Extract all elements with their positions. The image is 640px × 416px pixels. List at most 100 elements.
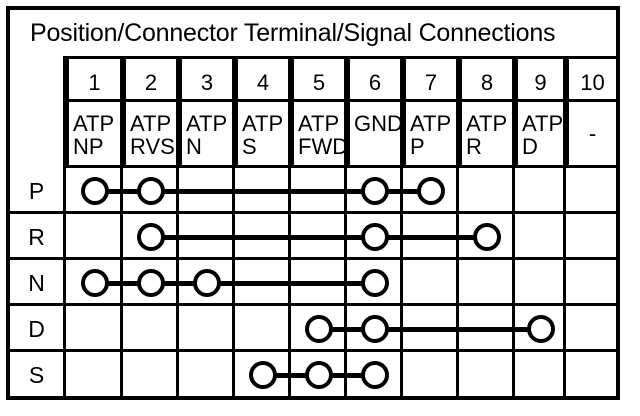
cell-R-6 bbox=[347, 214, 403, 260]
cell-R-8 bbox=[459, 214, 515, 260]
terminal-number-1: 1 bbox=[88, 70, 101, 95]
terminal-number-cell-4: 4 bbox=[235, 56, 291, 102]
terminal-number-cell-2: 2 bbox=[123, 56, 179, 102]
row-label-cell-P: P bbox=[10, 168, 66, 214]
cell-P-3 bbox=[179, 168, 235, 214]
row-label-cell-R: R bbox=[10, 214, 66, 260]
cell-D-5 bbox=[291, 306, 347, 352]
cell-P-8 bbox=[459, 168, 515, 214]
cell-S-5 bbox=[291, 352, 347, 398]
cell-R-7 bbox=[403, 214, 459, 260]
cell-S-2 bbox=[123, 352, 179, 398]
cell-P-4 bbox=[235, 168, 291, 214]
cell-N-4 bbox=[235, 260, 291, 306]
page-title: Position/Connector Terminal/Signal Conne… bbox=[30, 18, 556, 47]
signal-name-cell-6: GND bbox=[347, 102, 403, 168]
cell-P-7 bbox=[403, 168, 459, 214]
header-corner-cell bbox=[10, 56, 66, 168]
cell-R-5 bbox=[291, 214, 347, 260]
cell-S-8 bbox=[459, 352, 515, 398]
cell-N-2 bbox=[123, 260, 179, 306]
cell-R-1 bbox=[66, 214, 123, 260]
cell-S-3 bbox=[179, 352, 235, 398]
terminal-number-2: 2 bbox=[144, 70, 158, 95]
cell-P-2 bbox=[123, 168, 179, 214]
cell-D-2 bbox=[123, 306, 179, 352]
row-label-cell-S: S bbox=[10, 352, 66, 398]
cell-D-10 bbox=[566, 306, 616, 352]
signal-name-6: GND bbox=[354, 111, 403, 136]
cell-S-9 bbox=[515, 352, 566, 398]
cell-S-10 bbox=[566, 352, 616, 398]
row-label-N: N bbox=[28, 270, 45, 296]
cell-D-4 bbox=[235, 306, 291, 352]
signal-name-10: - bbox=[588, 121, 597, 146]
cell-N-1 bbox=[66, 260, 123, 306]
cell-S-7 bbox=[403, 352, 459, 398]
row-label-D: D bbox=[28, 316, 45, 342]
title-bar: Position/Connector Terminal/Signal Conne… bbox=[10, 10, 616, 56]
terminal-number-cell-1: 1 bbox=[66, 56, 123, 102]
cell-N-7 bbox=[403, 260, 459, 306]
cell-R-4 bbox=[235, 214, 291, 260]
cell-N-9 bbox=[515, 260, 566, 306]
cell-D-7 bbox=[403, 306, 459, 352]
cell-D-3 bbox=[179, 306, 235, 352]
cell-D-6 bbox=[347, 306, 403, 352]
terminal-number-3: 3 bbox=[200, 70, 214, 95]
terminal-number-9: 9 bbox=[534, 70, 547, 95]
terminal-number-6: 6 bbox=[368, 70, 382, 95]
terminal-number-cell-5: 5 bbox=[291, 56, 347, 102]
cell-R-10 bbox=[566, 214, 616, 260]
cell-S-1 bbox=[66, 352, 123, 398]
cell-N-5 bbox=[291, 260, 347, 306]
terminal-number-10: 10 bbox=[580, 70, 605, 95]
row-label-R: R bbox=[28, 224, 45, 250]
signal-name-cell-10: - bbox=[566, 102, 616, 168]
cell-D-9 bbox=[515, 306, 566, 352]
cell-N-10 bbox=[566, 260, 616, 306]
terminal-number-8: 8 bbox=[480, 70, 494, 95]
terminal-number-4: 4 bbox=[256, 70, 270, 95]
cell-P-10 bbox=[566, 168, 616, 214]
cell-R-3 bbox=[179, 214, 235, 260]
cell-S-6 bbox=[347, 352, 403, 398]
cell-P-9 bbox=[515, 168, 566, 214]
cell-P-1 bbox=[66, 168, 123, 214]
terminal-number-cell-10: 10 bbox=[566, 56, 616, 102]
cell-R-9 bbox=[515, 214, 566, 260]
cell-R-2 bbox=[123, 214, 179, 260]
row-label-cell-D: D bbox=[10, 306, 66, 352]
cell-N-3 bbox=[179, 260, 235, 306]
cell-P-6 bbox=[347, 168, 403, 214]
cell-P-5 bbox=[291, 168, 347, 214]
terminal-number-cell-3: 3 bbox=[179, 56, 235, 102]
connection-table: Position/Connector Terminal/Signal Conne… bbox=[6, 6, 620, 400]
row-label-cell-N: N bbox=[10, 260, 66, 306]
terminal-number-cell-6: 6 bbox=[347, 56, 403, 102]
terminal-number-cell-8: 8 bbox=[459, 56, 515, 102]
cell-S-4 bbox=[235, 352, 291, 398]
terminal-number-5: 5 bbox=[312, 70, 326, 95]
row-label-P: P bbox=[28, 178, 45, 204]
terminal-number-cell-7: 7 bbox=[403, 56, 459, 102]
cell-N-8 bbox=[459, 260, 515, 306]
